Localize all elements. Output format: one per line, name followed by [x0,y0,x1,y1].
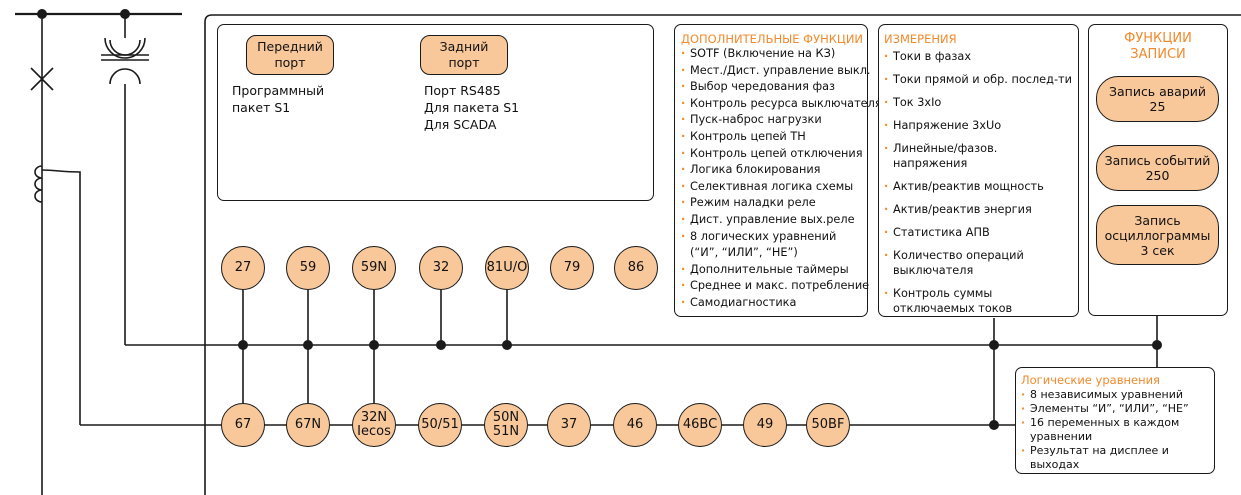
function-element: 49 [743,403,787,447]
function-element: 27 [221,246,265,290]
voltage-transformer [104,37,146,59]
list-item: Напряжение 3xUo [884,118,1072,133]
relay-frame [204,14,1241,495]
list-item: Контроль цепей отключения [681,146,867,163]
measurements-title: ИЗМЕРЕНИЯ [884,32,957,46]
function-element: 50BF [806,403,850,447]
function-element: 59N [352,246,396,290]
current-transformer [34,165,43,203]
measurements-box: ИЗМЕРЕНИЯ Токи в фазахТоки прямой и обр.… [878,24,1079,317]
list-item: Дист. управление вых.реле [681,212,867,229]
list-item: Элементы “И”, “ИЛИ”, “НЕ” [1021,402,1214,416]
front-port-description: Программный пакет S1 [232,83,325,115]
logic-equations-box: Логические уравнения 8 независимых уравн… [1015,367,1215,474]
function-element: 67N [286,403,330,447]
list-item: Линейные/фазов. напряжения [884,141,1072,171]
list-item: Дополнительные таймеры [681,262,867,279]
list-item: Самодиагностика [681,295,867,312]
function-element: 59 [286,246,330,290]
function-element: 50/51 [418,403,462,447]
extra-functions-list: SOTF (Включение на КЗ)Мест./Дист. управл… [681,46,882,312]
function-element: 86 [614,246,658,290]
list-item: Пуск-наброс нагрузки [681,112,867,129]
measurements-list: Токи в фазахТоки прямой и обр. послед-ти… [884,49,1072,316]
list-item: Выбор чередования фаз [681,79,867,96]
list-item: Контроль суммы отключаемых токов [884,286,1072,316]
list-item: (“И”, “ИЛИ”, “НЕ”) [690,246,798,260]
function-element: 81U/O [485,246,529,290]
list-item: Статистика АПВ [884,225,1072,240]
list-item: Режим наладки реле [681,195,867,212]
list-item: Токи в фазах [884,49,1072,64]
list-item: Актив/реактив мощность [884,179,1072,194]
list-item: Результат на дисплее и выходах [1021,444,1214,472]
list-item: Селективная логика схемы [681,179,867,196]
extra-functions-box: ДОПОЛНИТЕЛЬНЫЕ ФУНКЦИИ SOTF (Включение н… [674,24,882,317]
list-item: Ток 3xIo [884,95,1072,110]
list-item: Контроль цепей ТН [681,129,867,146]
list-item: 16 переменных в каждом уравнении [1021,416,1214,444]
list-item: Токи прямой и обр. послед-ти [884,72,1072,87]
logic-equations-list: 8 независимых уравненийЭлементы “И”, “ИЛ… [1021,388,1214,472]
list-item: Среднее и макс. потребление [681,278,869,295]
function-element: 46BC [678,403,722,447]
recording-title: ФУНКЦИИ ЗАПИСИ [1124,31,1192,62]
function-element: 37 [547,403,591,447]
list-item: Количество операций выключателя [884,248,1072,278]
list-item: Контроль ресурса выключателя [681,96,882,113]
function-element: 79 [550,246,594,290]
logic-equations-title: Логические уравнения [1021,373,1160,387]
function-element: 32 [419,246,463,290]
list-item: SOTF (Включение на КЗ) [681,46,867,63]
list-item: 8 независимых уравнений [1021,388,1214,402]
list-item: Актив/реактив энергия [884,202,1072,217]
extra-functions-title: ДОПОЛНИТЕЛЬНЫЕ ФУНКЦИИ [681,32,864,46]
list-item: Мест./Дист. управление выкл. [681,63,871,80]
rear-port-description: Порт RS485 Для пакета S1 Для SCADA [424,83,520,132]
function-element: 46 [613,403,657,447]
function-element: 67 [221,403,265,447]
list-item: 8 логических уравнений [681,229,867,246]
list-item: Логика блокирования [681,162,867,179]
